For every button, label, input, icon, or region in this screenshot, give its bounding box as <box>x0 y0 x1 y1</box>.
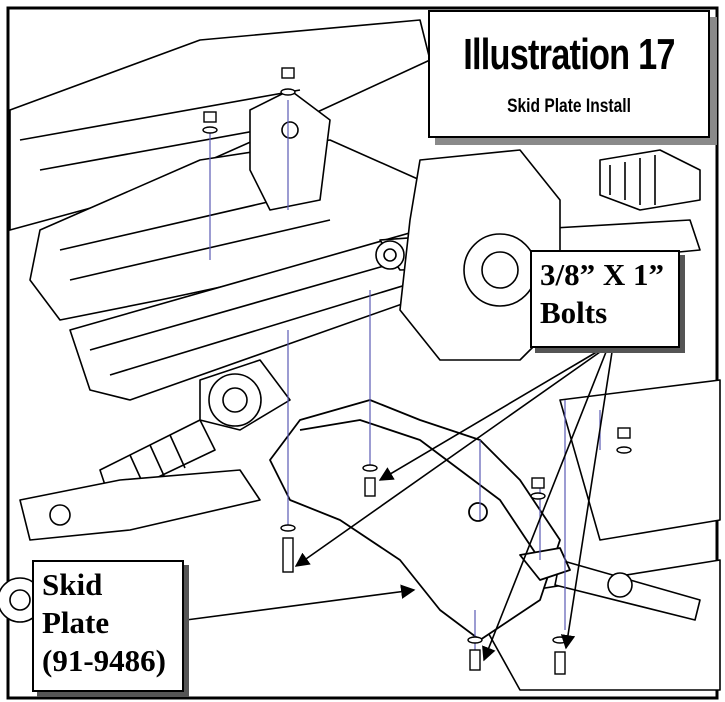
hardware-fasteners <box>202 67 632 675</box>
callout-leaders <box>185 349 613 662</box>
skid-plate-part <box>269 399 571 641</box>
illustration-subtitle: Skid Plate Install <box>507 96 631 117</box>
bolts-callout-line: Bolts <box>540 295 608 330</box>
leader-bolt-3 <box>482 351 607 662</box>
skid-plate-callout: Skid Plate (91-9486) <box>32 560 184 692</box>
skid-plate-callout-line: Skid <box>42 567 103 602</box>
leader-bolt-1 <box>378 349 601 481</box>
bolts-callout: 3/8” X 1” Bolts <box>530 250 680 348</box>
skid-plate-callout-line: Plate <box>42 605 110 640</box>
vehicle-frame-crossmember <box>0 19 721 691</box>
bolts-callout-line: 3/8” X 1” <box>540 257 664 292</box>
skid-plate-callout-line: (91-9486) <box>42 643 166 678</box>
leader-bolt-4 <box>560 351 613 650</box>
illustration-title: Illustration 17 <box>463 30 675 79</box>
illustration-title-box: Illustration 17 Skid Plate Install <box>428 10 710 138</box>
drawing-frame <box>6 6 719 700</box>
leader-skid-plate <box>185 584 416 621</box>
leader-bolt-2 <box>294 351 601 567</box>
